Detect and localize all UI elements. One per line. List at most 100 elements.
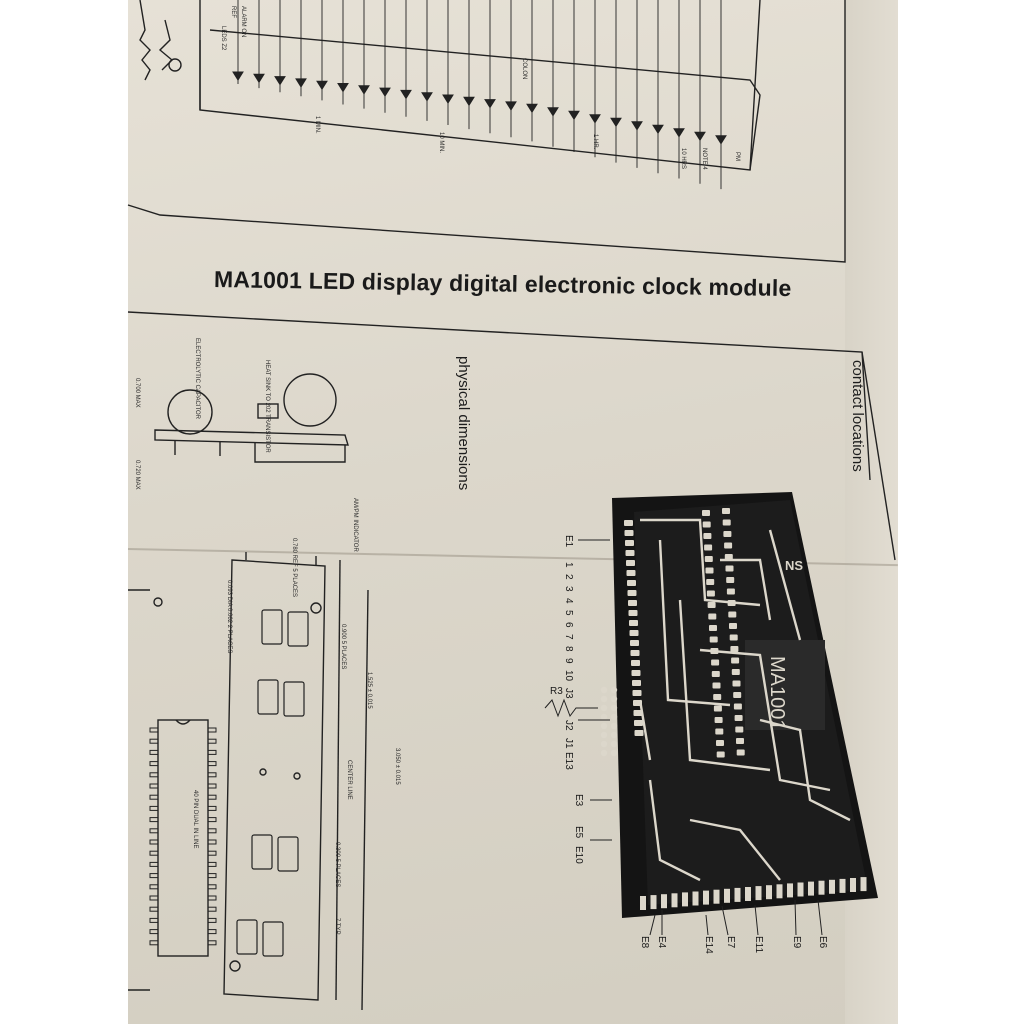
pcb-pad-ic — [714, 717, 723, 723]
pcb-pad-left — [628, 610, 638, 616]
pcb-logo: NS — [785, 558, 804, 573]
pcb-board-label: MA1001 — [766, 656, 788, 731]
dip-pin-right — [207, 895, 217, 901]
dip-pin-left — [149, 761, 159, 767]
dip-pin-right — [207, 783, 217, 789]
pcb-pad-ic — [716, 751, 725, 758]
pcb-pad-left — [630, 650, 640, 656]
dip-pin-right — [207, 738, 217, 744]
dip-pin-left — [149, 817, 159, 823]
pcb-pad-ic — [708, 613, 717, 620]
pcb-edge-contact — [818, 880, 825, 895]
dip-pin-left — [149, 917, 159, 923]
pcb-edge-contact — [787, 883, 793, 898]
pcb-jumper-pad — [610, 749, 618, 757]
dip-pin-left — [149, 738, 159, 744]
dip-pin-right — [207, 749, 217, 755]
contact-6: 6 — [563, 622, 574, 628]
pcb-edge-contact — [745, 887, 751, 901]
pcb-pad-left — [634, 730, 644, 736]
dip-pin-left — [149, 783, 159, 789]
dip-pin-left — [149, 929, 159, 935]
label-heat-sink: HEAT SINK TO 202 TRANSISTOR — [264, 360, 270, 453]
pcb-pad-ic — [711, 671, 720, 677]
contact-e3: E3 — [573, 794, 584, 807]
dip-pin-right — [207, 772, 217, 778]
label-electrolytic-capacitor: ELECTROLYTIC CAPACITOR — [194, 338, 200, 420]
dip-pin-left — [149, 884, 159, 890]
pcb-edge-contact — [839, 878, 846, 893]
dip-pin-left — [149, 873, 159, 879]
pcb-edge-contact — [661, 894, 667, 909]
schematic-label-10hrs: 10 HRS — [680, 148, 686, 170]
dip-pin-left — [149, 828, 159, 834]
label-am-pm-indicator: AM/PM INDICATOR — [352, 498, 358, 552]
label-1525: 1.525 ± 0.015 — [366, 672, 372, 709]
pcb-pad-ic — [716, 740, 724, 746]
dip-pin-left — [149, 794, 159, 800]
label-ref-5-places: 0.780 REF 5 PLACES — [291, 538, 297, 598]
dip-pin-right — [207, 929, 217, 935]
pcb-edge-contact — [713, 889, 720, 904]
pcb-jumper-pad — [610, 731, 618, 739]
pcb-pad-ic — [706, 590, 715, 597]
contact-e8: E8 — [639, 936, 650, 949]
pcb-pad-ic — [706, 579, 715, 585]
contact-e4: E4 — [656, 936, 667, 949]
pcb-jumper-pad — [610, 740, 618, 748]
schematic-label-1min: 1 MIN. — [314, 116, 320, 134]
seven-segment-digits — [236, 609, 309, 957]
pcb-pad-ic — [709, 636, 718, 643]
dip-pin-left — [149, 940, 159, 946]
pcb-edge-contact — [640, 896, 646, 910]
dip-pin-right — [207, 817, 217, 823]
pcb-pad-ic — [709, 625, 717, 631]
pcb-jumper-pad — [600, 731, 608, 739]
pcb-pad-left — [633, 710, 643, 716]
dip-pin-left — [149, 749, 159, 755]
pcb-jumper-pad — [600, 695, 608, 703]
label-0700-max: 0.700 MAX — [134, 378, 140, 408]
pcb-pad-ic — [723, 531, 732, 537]
contact-e14: E14 — [703, 936, 714, 954]
dip-pin-right — [207, 727, 217, 733]
contact-j1: J1 — [563, 738, 574, 749]
dip-pin-left — [149, 772, 159, 778]
pcb-jumper-pad — [610, 722, 618, 730]
pcb-jumper-pad — [610, 686, 618, 694]
pcb-pad-left — [624, 530, 634, 536]
dip-pin-left — [149, 727, 159, 733]
pcb-pad-ic — [724, 542, 733, 549]
pcb-pad-left — [629, 630, 639, 636]
pcb-pad-ic — [711, 659, 720, 666]
contact-e10: E10 — [573, 846, 584, 864]
contact-4: 4 — [563, 598, 574, 604]
dip-pin-right — [207, 805, 217, 811]
schematic-label-colon: COLON — [521, 58, 527, 80]
contact-e1: E1 — [563, 535, 574, 548]
pcb-board — [600, 492, 878, 918]
pcb-jumper-pad — [600, 686, 608, 694]
dip-pin-right — [207, 828, 217, 834]
pcb-pad-ic — [728, 611, 737, 618]
pcb-edge-contact — [682, 892, 688, 907]
dip-pin-right — [207, 940, 217, 946]
pcb-pad-ic — [733, 703, 742, 710]
pcb-pad-left — [631, 660, 640, 666]
contact-5: 5 — [563, 610, 574, 616]
pcb-pad-left — [634, 720, 643, 726]
pcb-jumper-pad — [600, 722, 608, 730]
pcb-edge-contact — [692, 891, 699, 906]
label-center-line: CENTER LINE — [346, 760, 352, 800]
contact-1: 1 — [563, 562, 574, 568]
dip-pin-right — [207, 873, 217, 879]
pcb-jumper-pad — [610, 695, 618, 703]
label-0720-max: 0.720 MAX — [134, 460, 140, 490]
pcb-pad-ic — [703, 533, 712, 539]
pcb-pad-ic — [725, 565, 734, 572]
dip-pin-left — [149, 861, 159, 867]
pcb-edge-contact — [766, 885, 772, 900]
pcb-pad-ic — [707, 602, 716, 608]
pcb-pad-ic — [704, 544, 713, 551]
dip-pin-right — [207, 850, 217, 856]
